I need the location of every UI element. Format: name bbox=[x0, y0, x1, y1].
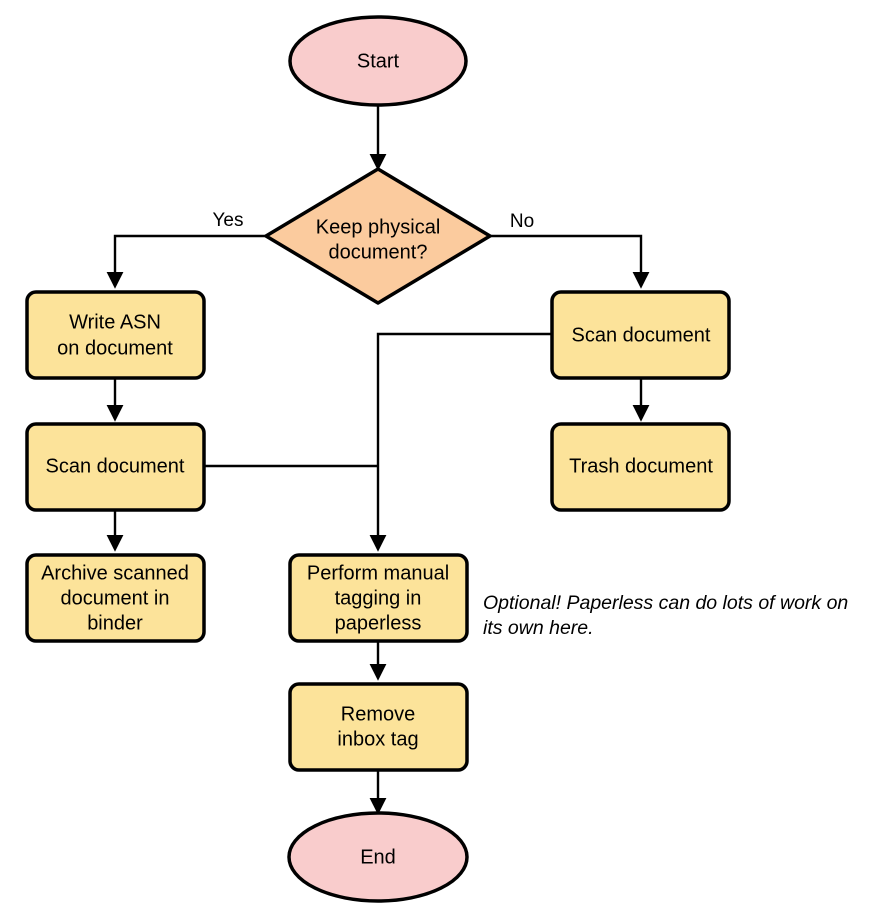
tagging-label-line1: Perform manual bbox=[307, 562, 449, 584]
decision-label-line1: Keep physical bbox=[316, 216, 441, 238]
scan-document-right-label: Scan document bbox=[572, 324, 711, 346]
node-write-asn[interactable]: Write ASN on document bbox=[25, 290, 206, 380]
tagging-label-line2: tagging in bbox=[335, 587, 422, 609]
node-scan-document-left[interactable]: Scan document bbox=[25, 422, 206, 512]
node-end[interactable]: End bbox=[287, 811, 469, 903]
edge-label-no: No bbox=[510, 211, 534, 232]
decision-label-line2: document? bbox=[329, 241, 428, 263]
write-asn-label-line1: Write ASN bbox=[69, 311, 161, 333]
edge-label-yes: Yes bbox=[213, 210, 244, 231]
write-asn-box-shape bbox=[25, 290, 206, 380]
trash-document-box-shape bbox=[550, 422, 731, 512]
tagging-box-shape bbox=[288, 553, 469, 643]
remove-inbox-tag-label-line1: Remove bbox=[341, 703, 415, 725]
optional-note-line1: Optional! Paperless can do lots of work … bbox=[483, 592, 848, 614]
end-ellipse-shape bbox=[287, 811, 469, 903]
archive-label-line2: document in bbox=[61, 587, 170, 609]
remove-inbox-tag-label-line2: inbox tag bbox=[337, 728, 418, 750]
node-scan-document-right[interactable]: Scan document bbox=[550, 290, 731, 380]
annotation-optional-note: Optional! Paperless can do lots of work … bbox=[483, 592, 848, 639]
start-ellipse-shape bbox=[288, 15, 468, 107]
remove-inbox-tag-box-shape bbox=[288, 682, 469, 772]
scan-document-right-box-shape bbox=[550, 290, 731, 380]
archive-label-line1: Archive scanned bbox=[41, 562, 189, 584]
start-label: Start bbox=[357, 50, 400, 72]
write-asn-label-line2: on document bbox=[57, 337, 173, 359]
node-decision-keep-physical-document[interactable]: Keep physical document? bbox=[264, 167, 492, 305]
archive-label-line3: binder bbox=[87, 612, 143, 634]
trash-document-label: Trash document bbox=[569, 455, 713, 477]
node-trash-document[interactable]: Trash document bbox=[550, 422, 731, 512]
scan-document-left-label: Scan document bbox=[46, 455, 185, 477]
node-start[interactable]: Start bbox=[288, 15, 468, 107]
edge-decision-yes-to-write-asn bbox=[106, 234, 266, 289]
edge-decision-no-to-scan-right bbox=[490, 234, 650, 289]
node-archive-scanned-document[interactable]: Archive scanned document in binder bbox=[25, 553, 206, 643]
decision-diamond-shape bbox=[264, 167, 492, 305]
archive-box-shape bbox=[25, 553, 206, 643]
node-perform-manual-tagging[interactable]: Perform manual tagging in paperless bbox=[288, 553, 469, 643]
optional-note-line2: its own here. bbox=[483, 617, 594, 639]
end-label: End bbox=[360, 846, 396, 868]
tagging-label-line3: paperless bbox=[335, 612, 422, 634]
edge-scan-right-to-tagging bbox=[369, 332, 552, 552]
node-remove-inbox-tag[interactable]: Remove inbox tag bbox=[288, 682, 469, 772]
scan-document-left-box-shape bbox=[25, 422, 206, 512]
